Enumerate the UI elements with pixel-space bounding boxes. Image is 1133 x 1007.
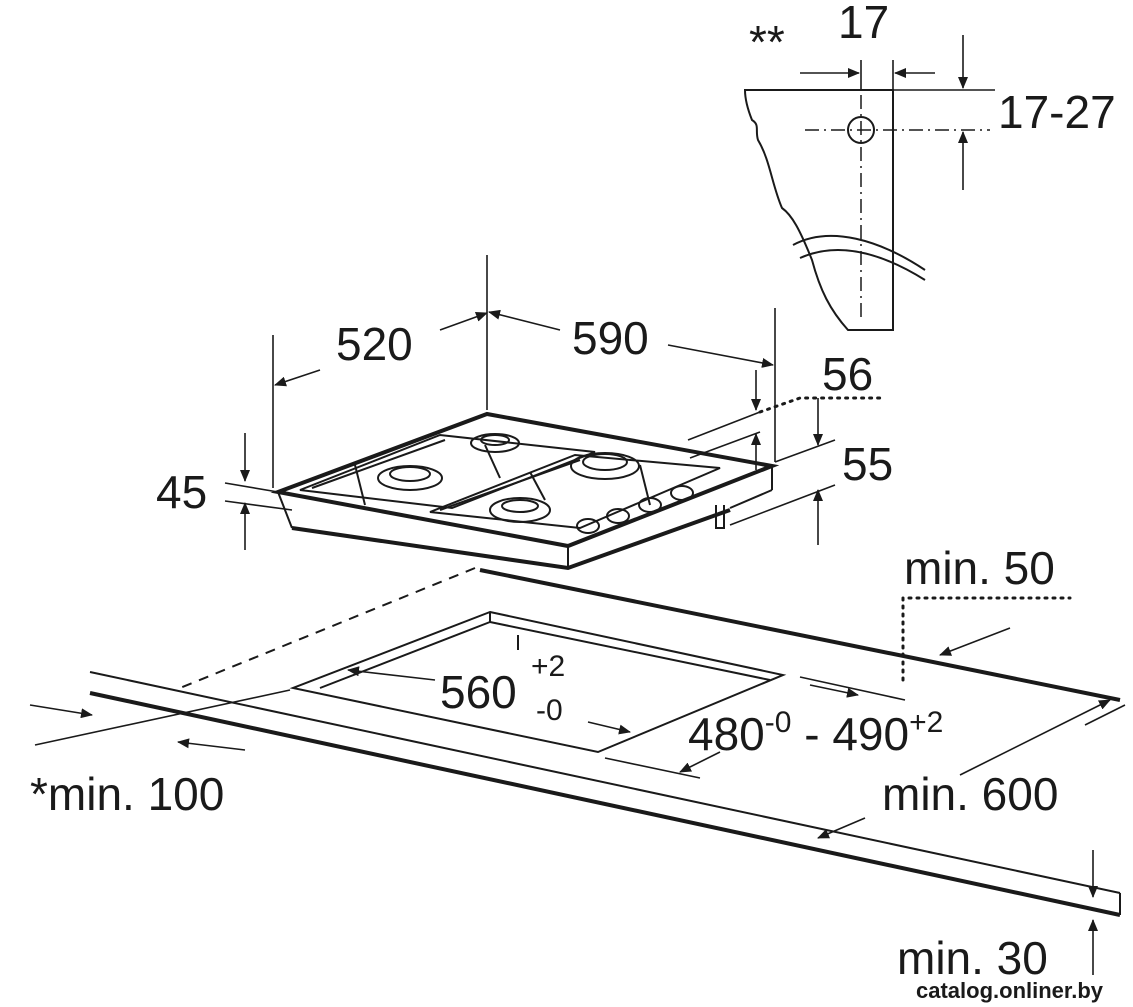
hob-dimensions bbox=[224, 255, 882, 550]
cutout-width-tol-plus: +2 bbox=[531, 650, 565, 683]
watermark: catalog.onliner.by bbox=[916, 978, 1104, 1003]
cutout-width-tol-minus: -0 bbox=[536, 694, 563, 727]
offset-56-label: 56 bbox=[822, 348, 873, 400]
worktop-depth-label: min. 600 bbox=[882, 768, 1058, 820]
bracket-width-label: 17 bbox=[838, 0, 889, 48]
cutout-depth-a-tol: -0 bbox=[765, 706, 792, 739]
cutout-depth-label: 480-0 - 490+2 bbox=[688, 706, 943, 760]
cutout-depth-a: 480 bbox=[688, 708, 765, 760]
cutout-depth-b: 490 bbox=[832, 708, 909, 760]
height-45-label: 45 bbox=[156, 466, 207, 518]
mounting-bracket bbox=[743, 35, 995, 331]
cutout-depth-sep: - bbox=[791, 708, 832, 760]
rear-clearance-label: min. 50 bbox=[904, 542, 1055, 594]
front-clearance-label: *min. 100 bbox=[30, 768, 224, 820]
worktop-thickness-label: min. 30 bbox=[897, 932, 1048, 984]
hob-depth-label: 520 bbox=[336, 318, 413, 370]
worktop bbox=[29, 567, 1126, 975]
hob-width-label: 590 bbox=[572, 312, 649, 364]
offset-55-label: 55 bbox=[842, 438, 893, 490]
gas-hob bbox=[270, 411, 780, 571]
bracket-height-label: 17-27 bbox=[998, 86, 1116, 138]
cutout-depth-b-tol: +2 bbox=[909, 706, 943, 739]
cutout-width-label: 560 bbox=[440, 666, 517, 718]
bracket-marker: ** bbox=[749, 16, 785, 68]
